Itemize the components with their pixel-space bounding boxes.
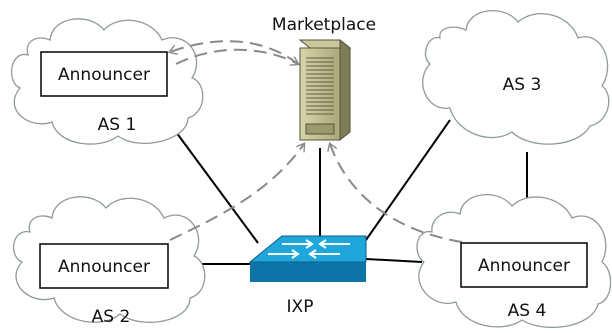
announcement-arrows: [169, 40, 463, 243]
announcer-label-as4: Announcer: [478, 256, 570, 276]
dashed-arrow-marketplace-as1: [170, 40, 299, 65]
announcer-box-as1: Announcer: [40, 51, 168, 97]
announcer-box-as4: Announcer: [460, 242, 588, 288]
ixp-label: IXP: [287, 297, 314, 317]
network-links: [175, 119, 528, 265]
link-ixp-as4: [365, 258, 423, 263]
ixp-switch-icon: [248, 235, 367, 282]
marketplace-server-icon: [298, 38, 352, 142]
dashed-arrow-as1-marketplace: [175, 48, 298, 64]
announcer-label-as2: Announcer: [58, 257, 150, 277]
as1-label: AS 1: [98, 115, 137, 135]
announcer-label-as1: Announcer: [58, 65, 150, 85]
as3-label: AS 3: [503, 75, 542, 95]
as4-label: AS 4: [508, 301, 547, 321]
announcer-box-as2: Announcer: [39, 243, 169, 289]
dashed-arrow-as2-marketplace: [169, 144, 304, 241]
link-as3-ixp: [365, 119, 451, 241]
link-as1-ixp: [175, 131, 259, 244]
cloud-as3: [422, 10, 610, 145]
as2-label: AS 2: [92, 307, 131, 327]
dashed-arrow-as4-marketplace: [330, 144, 463, 243]
marketplace-label: Marketplace: [272, 15, 376, 35]
